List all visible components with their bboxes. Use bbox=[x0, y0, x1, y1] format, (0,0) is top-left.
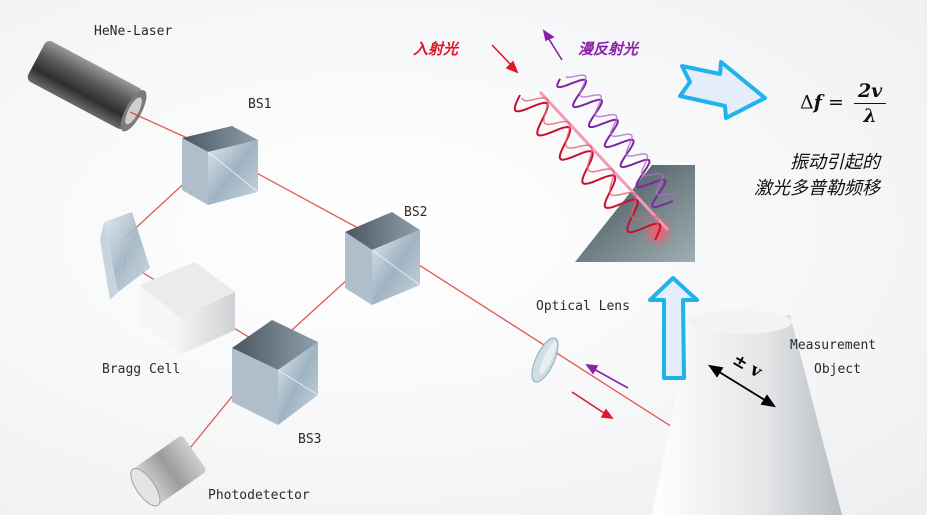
formula-numerator: 2v bbox=[853, 80, 887, 104]
photodetector bbox=[130, 436, 206, 507]
formula-fraction: 2v λ bbox=[853, 80, 887, 127]
mirror-prism bbox=[100, 212, 150, 300]
incident-wave bbox=[513, 94, 662, 241]
outgoing-arrow-red bbox=[571, 391, 614, 419]
velocity-arrow bbox=[708, 364, 776, 408]
doppler-formula: Δf = 2v λ bbox=[800, 80, 887, 127]
up-block-arrow bbox=[648, 276, 699, 380]
doppler-description: 振动引起的 激光多普勒频移 bbox=[700, 150, 880, 202]
formula-delta: Δ bbox=[800, 91, 814, 114]
bs3-label: BS3 bbox=[298, 432, 322, 447]
measurement-label-line2: Object bbox=[814, 362, 861, 377]
optical-lens bbox=[531, 337, 559, 383]
incident-direction-arrow bbox=[491, 44, 519, 74]
photodetector-label: Photodetector bbox=[208, 488, 310, 503]
scattered-light-label: 漫反射光 bbox=[578, 40, 639, 58]
surface-inset bbox=[538, 90, 695, 262]
beam-splitter-bs2 bbox=[345, 212, 421, 305]
optical-lens-label: Optical Lens bbox=[536, 299, 630, 314]
description-line2: 激光多普勒频移 bbox=[754, 178, 880, 199]
measurement-object bbox=[652, 310, 842, 515]
beam-splitter-bs3 bbox=[232, 320, 319, 425]
return-arrow-purple bbox=[585, 364, 629, 389]
incident-light-label: 入射光 bbox=[413, 40, 459, 58]
bs1-label: BS1 bbox=[248, 97, 272, 112]
formula-f: f bbox=[813, 91, 822, 114]
formula-equals: = bbox=[827, 91, 844, 114]
description-line1: 振动引起的 bbox=[790, 152, 880, 173]
measurement-label-line1: Measurement bbox=[790, 338, 877, 353]
hene-laser bbox=[27, 40, 147, 132]
bs2-label: BS2 bbox=[404, 205, 428, 220]
scattered-wave bbox=[556, 74, 679, 209]
scattered-direction-arrow bbox=[542, 29, 563, 61]
beam-splitter-bs1 bbox=[182, 126, 259, 205]
formula-denominator: λ bbox=[863, 105, 877, 127]
bragg-cell bbox=[140, 262, 235, 355]
bragg-cell-label: Bragg Cell bbox=[102, 362, 181, 377]
laser-label: HeNe-Laser bbox=[94, 24, 173, 39]
right-block-arrow bbox=[678, 60, 767, 120]
